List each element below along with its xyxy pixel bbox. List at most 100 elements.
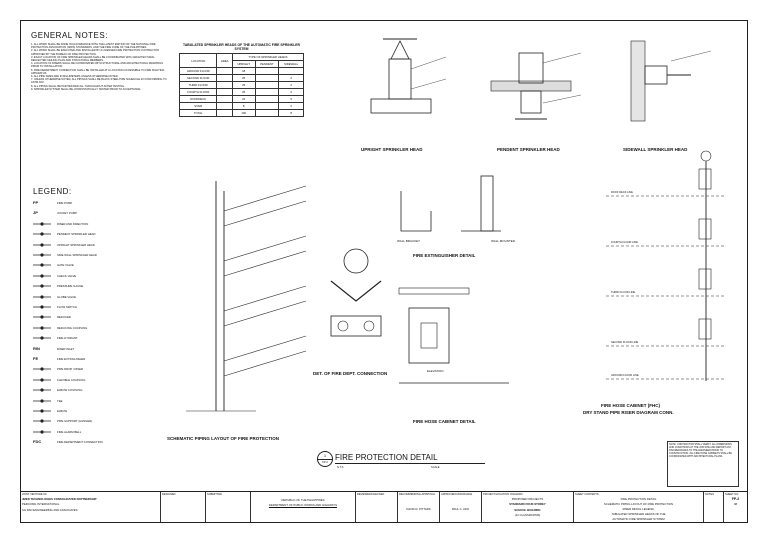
legend-item: UPRIGHT SPRINKLER HEAD xyxy=(33,241,163,251)
pendent-sprinkler-drawing xyxy=(490,52,582,120)
legend-item: SIDE WALL SPRINKLER HEAD xyxy=(33,251,163,261)
remarks-box: NOTE: CONTRACTOR SHALL VERIFY ALL DIMENS… xyxy=(667,441,739,487)
legend-symbol-icon xyxy=(33,305,51,309)
note-item: 4. LOCATION OF RISERS SHALL BE COORDINAT… xyxy=(31,62,163,69)
notes-title: GENERAL NOTES: xyxy=(31,31,108,40)
legend-symbol-icon xyxy=(33,378,51,382)
table-header: LOCATION xyxy=(178,53,218,69)
legend-text: FIRE ALARM BELL xyxy=(57,429,82,434)
legend-item: PIPE DROP / RISER xyxy=(33,365,163,375)
sheet-title-nts: N.T.S xyxy=(337,466,344,469)
tb-reviewed: REVIEWED/CHECKED xyxy=(356,492,398,522)
floor-line-label: THIRD FLOOR LINE xyxy=(611,291,636,294)
schematic-piping-drawing xyxy=(186,181,307,412)
table-header: PENDENT xyxy=(254,60,280,69)
schematic-label: SCHEMATIC PIPING LAYOUT OF FIRE PROTECTI… xyxy=(167,436,280,441)
legend-symbol-icon xyxy=(33,419,51,423)
legend-symbol: FP xyxy=(33,200,39,205)
legend-item: REDUCING COUPLING xyxy=(33,324,163,334)
hose-cabinet-drawing xyxy=(398,287,509,384)
legend-symbol-icon xyxy=(33,430,51,434)
legend-item: FP FIRE PUMP xyxy=(33,199,163,209)
legend-text: PIPE SUPPORT (HANGER) xyxy=(57,419,93,424)
legend-item: FLOW SWITCH xyxy=(33,303,163,313)
sidewall-sprinkler-drawing xyxy=(630,40,712,122)
wall-bracket-label: WALL BRACKET xyxy=(397,239,420,243)
legend-text: RISER AND DIRECTION xyxy=(57,221,89,226)
legend-text: SIDE WALL SPRINKLER HEAD xyxy=(57,253,97,257)
note-item: 8. ALL PIPING SHALL BE PAINTED RED ALL T… xyxy=(31,84,125,88)
tb-sheet-contents: SHEET CONTENTS FIRE PROTECTION DETAIL SC… xyxy=(574,492,704,522)
tb-joint-venture: JOINT VENTURE OF JMED TECHNOLOGIES CONSO… xyxy=(21,492,161,522)
legend-text: FIRE PUMP xyxy=(57,201,73,205)
legend-item: FIRE HYDRANT xyxy=(33,334,163,344)
legend-item: TEE xyxy=(33,397,163,407)
pendent-label: PENDENT SPRINKLER HEAD xyxy=(497,147,560,152)
drawing-sheet: GENERAL NOTES: 1. ALL WORK SHALL BE DONE… xyxy=(20,20,748,523)
tb-submitted: SUBMITTED xyxy=(206,492,251,522)
legend-symbol: JP xyxy=(33,210,38,216)
legend-text: PRESSURE GAUGE xyxy=(57,284,84,289)
sheet-title-ref: FP-2 xyxy=(322,461,328,464)
legend-item: GATE VALVE xyxy=(33,261,163,271)
floor-line-label: ROOF DECK LINE xyxy=(611,191,633,194)
legend-text: FIRE DEPARTMENT CONNECTION xyxy=(57,440,103,445)
legend-symbol-icon xyxy=(33,326,51,330)
legend-item: FLEXIBLE COUPLING xyxy=(33,376,163,386)
legend-text: FIRE HYDRANT xyxy=(57,336,78,341)
table-header: SIDEWALL xyxy=(278,60,304,69)
legend-text: TEE xyxy=(57,398,63,403)
legend-symbol-icon xyxy=(33,315,51,319)
notes-list: 1. ALL WORK SHALL BE DONE IN ACCORDANCE … xyxy=(31,43,169,91)
legend-symbol-icon xyxy=(33,232,51,236)
elevation-label: ELEVATION xyxy=(427,369,444,373)
legend-text: REDUCING COUPLING xyxy=(57,325,88,330)
tb-recommending: RECOMMENDING APPROVAL DAVID R. PITTARS xyxy=(398,492,440,522)
note-item: 5. FIRE DEPARTMENT CONNECTION SHALL BE I… xyxy=(31,68,165,75)
legend-text: REDUCER xyxy=(57,315,71,320)
legend-item: PRESSURE GAUGE xyxy=(33,282,163,292)
legend-text: FLEXIBLE COUPLING xyxy=(57,377,86,382)
note-item: 2. ALL WORK SHALL BE EXECUTED AND INSTAL… xyxy=(31,49,159,56)
tb-agency: REPUBLIC OF THE PHILIPPINES DEPARTMENT O… xyxy=(251,492,356,522)
legend-text: JOCKEY PUMP xyxy=(57,211,77,216)
fdc-drawing xyxy=(330,248,382,337)
legend-text: PENDENT SPRINKLER HEAD xyxy=(57,232,96,237)
legend-symbol-icon xyxy=(33,409,51,413)
legend-symbol-icon xyxy=(33,263,51,267)
legend-symbol-icon xyxy=(33,294,51,299)
tb-sheet-no: SHEET NO. FP-2 08 xyxy=(725,493,740,507)
legend-text: ELBOW xyxy=(57,409,68,413)
legend-symbol-icon xyxy=(33,284,51,288)
tb-project: PROJECT/LOCATION: DIAGRAM PROPOSED PROJE… xyxy=(482,492,574,522)
legend-text: FIRE EXTINGUISHER xyxy=(57,357,86,361)
legend-symbol-icon xyxy=(33,242,51,247)
floor-line-label: SECOND FLOOR LINE xyxy=(611,341,639,344)
legend-symbol-icon xyxy=(33,388,51,392)
sheet-title-bubble: 1 FP-2 xyxy=(317,451,333,467)
legend-item: JP JOCKEY PUMP xyxy=(33,209,163,219)
sidewall-label: SIDEWALL SPRINKLER HEAD xyxy=(623,147,688,152)
fdc-label: DET. OF FIRE DEPT. CONNECTION xyxy=(313,371,388,376)
note-item: 6. ALL PIPE SIZES ARE IN MILLIMETERS UNL… xyxy=(31,75,119,79)
sheet-title-underline xyxy=(335,463,485,464)
riser-title-2: DRY STAND PIPE RISER DIAGRAM CONN. xyxy=(583,410,674,415)
table-header: UPRIGHT xyxy=(231,60,256,69)
legend-text: UPRIGHT SPRINKLER HEAD xyxy=(57,242,95,247)
legend-symbol-icon xyxy=(33,398,51,403)
extinguisher-label: FIRE EXTINGUISHER DETAIL xyxy=(413,253,476,258)
note-item: 1. ALL WORK SHALL BE DONE IN ACCORDANCE … xyxy=(31,43,156,50)
legend-symbol: RIN xyxy=(33,345,40,351)
riser-diagram-drawing xyxy=(606,150,726,381)
legend-item: RISER AND DIRECTION xyxy=(33,220,163,230)
legend-text: GATE VALVE xyxy=(57,263,74,268)
tb-designed: DESIGNED xyxy=(161,492,206,522)
upright-label: UPRIGHT SPRINKLER HEAD xyxy=(361,147,423,152)
note-item: 9. SPRINKLER SYSTEM SHALL BE HYDROSTATIC… xyxy=(31,87,141,91)
table-title: TABULATED SPRINKLER HEADS OF THE AUTOMAT… xyxy=(183,43,300,52)
